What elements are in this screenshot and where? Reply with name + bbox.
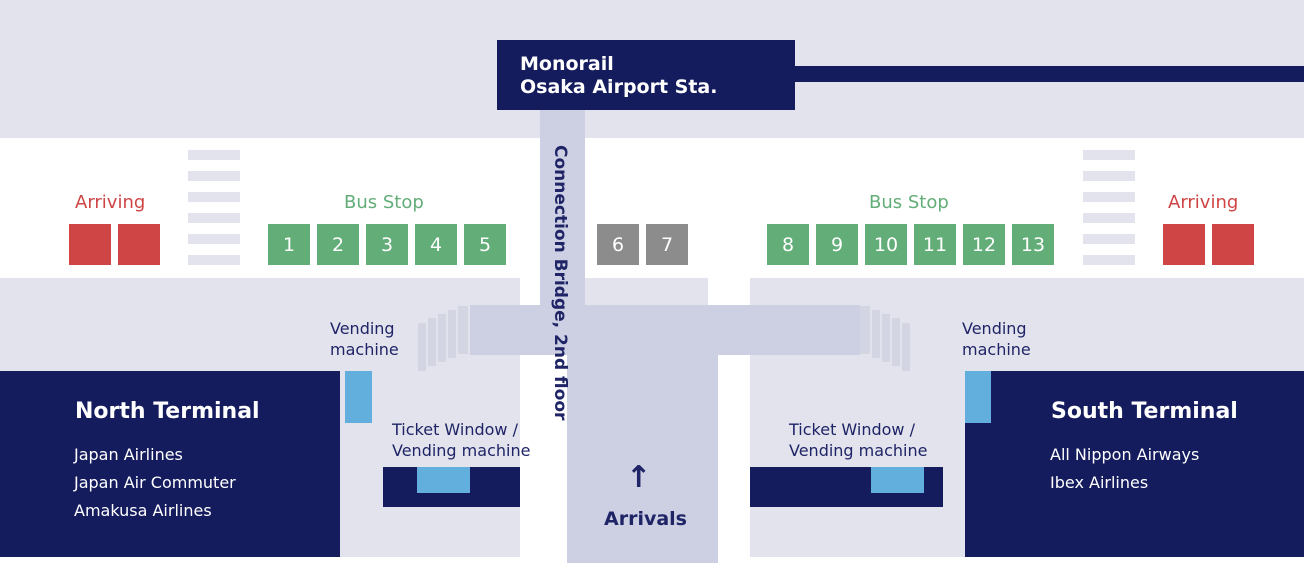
bus-stop-9[interactable]: 9 — [816, 224, 858, 265]
vending-label-line2: machine — [330, 340, 399, 359]
vending-label-line2: machine — [962, 340, 1031, 359]
north-terminal-title: North Terminal — [75, 399, 260, 424]
arriving-stop[interactable] — [118, 224, 160, 265]
bus-stop-6[interactable]: 6 — [597, 224, 639, 265]
ticket-label-line1: Ticket Window / — [392, 420, 518, 439]
monorail-station[interactable]: Monorail Osaka Airport Sta. — [497, 40, 795, 110]
vending-machine-left[interactable] — [345, 371, 372, 423]
bus-stop-5[interactable]: 5 — [464, 224, 506, 265]
arriving-stop[interactable] — [1212, 224, 1254, 265]
arriving-stop[interactable] — [69, 224, 111, 265]
bus-stop-1[interactable]: 1 — [268, 224, 310, 265]
bus-stop-13[interactable]: 13 — [1012, 224, 1054, 265]
south-terminal[interactable]: South Terminal All Nippon Airways Ibex A… — [965, 371, 1304, 557]
bus-stop-label-left: Bus Stop — [344, 192, 424, 213]
vending-label-line1: Vending — [330, 319, 395, 338]
ticket-label-line2: Vending machine — [392, 441, 531, 460]
ticket-vending-machine — [871, 467, 924, 493]
vending-machine-right[interactable] — [965, 371, 991, 423]
station-name-line1: Monorail — [520, 53, 614, 75]
north-terminal[interactable]: North Terminal Japan Airlines Japan Air … — [0, 371, 340, 557]
north-terminal-airline: Japan Airlines — [74, 445, 183, 464]
arrivals-arrow-icon: ↑ — [626, 460, 652, 495]
north-terminal-airline: Japan Air Commuter — [74, 473, 236, 492]
middle-plaza — [585, 278, 708, 308]
ticket-label-line2: Vending machine — [789, 441, 928, 460]
arriving-stop[interactable] — [1163, 224, 1205, 265]
bus-stop-7[interactable]: 7 — [646, 224, 688, 265]
bus-stop-3[interactable]: 3 — [366, 224, 408, 265]
monorail-line — [795, 66, 1304, 82]
bus-stop-12[interactable]: 12 — [963, 224, 1005, 265]
arriving-label-left: Arriving — [75, 192, 146, 213]
arriving-label-right: Arriving — [1168, 192, 1239, 213]
ticket-label-left: Ticket Window / Vending machine — [392, 419, 530, 461]
south-terminal-title: South Terminal — [1051, 399, 1238, 424]
ticket-label-line1: Ticket Window / — [789, 420, 915, 439]
bus-stop-10[interactable]: 10 — [865, 224, 907, 265]
vending-label-line1: Vending — [962, 319, 1027, 338]
ticket-window-left[interactable] — [383, 467, 520, 507]
bus-stop-2[interactable]: 2 — [317, 224, 359, 265]
connection-bridge-vertical — [540, 110, 585, 310]
bus-stop-label-right: Bus Stop — [869, 192, 949, 213]
north-terminal-airline: Amakusa Airlines — [74, 501, 212, 520]
vending-label-left: Vending machine — [330, 318, 399, 360]
crosswalk-left — [188, 150, 240, 266]
ticket-label-right: Ticket Window / Vending machine — [789, 419, 927, 461]
ticket-window-right[interactable] — [750, 467, 943, 507]
arrivals-label: Arrivals — [604, 508, 687, 530]
ticket-vending-machine — [417, 467, 470, 493]
crosswalk-right — [1083, 150, 1135, 266]
arrivals-walkway — [567, 305, 718, 563]
south-terminal-airline: Ibex Airlines — [1050, 473, 1149, 492]
bus-stop-11[interactable]: 11 — [914, 224, 956, 265]
vending-label-right: Vending machine — [962, 318, 1031, 360]
station-name-line2: Osaka Airport Sta. — [520, 76, 718, 98]
bridge-label: Connection Bridge, 2nd floor — [550, 145, 570, 421]
south-terminal-airline: All Nippon Airways — [1050, 445, 1200, 464]
bus-stop-8[interactable]: 8 — [767, 224, 809, 265]
bus-stop-4[interactable]: 4 — [415, 224, 457, 265]
